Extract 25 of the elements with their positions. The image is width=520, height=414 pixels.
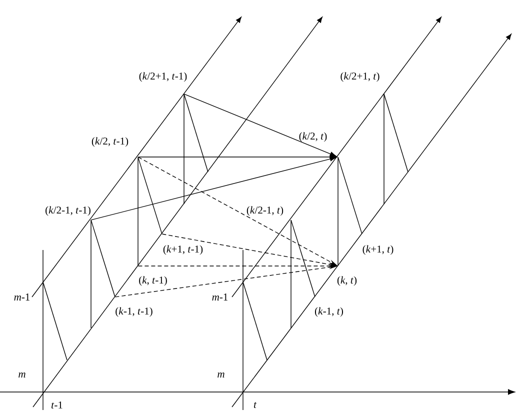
point-label: (k/2, t): [299, 132, 327, 142]
axis-label: m: [218, 372, 224, 378]
point-label: (k/2-1, t): [246, 206, 284, 216]
point-label: (k/2+1, t-1): [139, 72, 187, 82]
axis-label: m-1: [212, 294, 228, 300]
point-label: (k/2+1, t): [340, 72, 380, 82]
axis-label: m-1: [14, 294, 30, 300]
axis-label: t: [254, 402, 257, 408]
point-label: (k-1, t): [315, 307, 343, 317]
axis-label: m: [18, 372, 26, 378]
line: [138, 156, 162, 234]
line: [338, 156, 362, 234]
arrow: [90, 156, 336, 220]
line: [290, 220, 316, 298]
point-label: (k+1, t-1): [163, 245, 203, 255]
axis-label: t-1: [52, 401, 62, 409]
line: [90, 220, 116, 298]
arrow: [184, 94, 337, 157]
point-label: (k+1, t): [362, 245, 394, 255]
point-label: (k/2-1, t-1): [46, 206, 90, 216]
point-label: (k-1, t-1): [116, 307, 152, 317]
arrow: [138, 154, 336, 160]
point-label: (k, t-1): [139, 276, 167, 286]
point-label: (k/2, t-1): [92, 137, 128, 147]
point-label: (k, t): [337, 276, 357, 286]
